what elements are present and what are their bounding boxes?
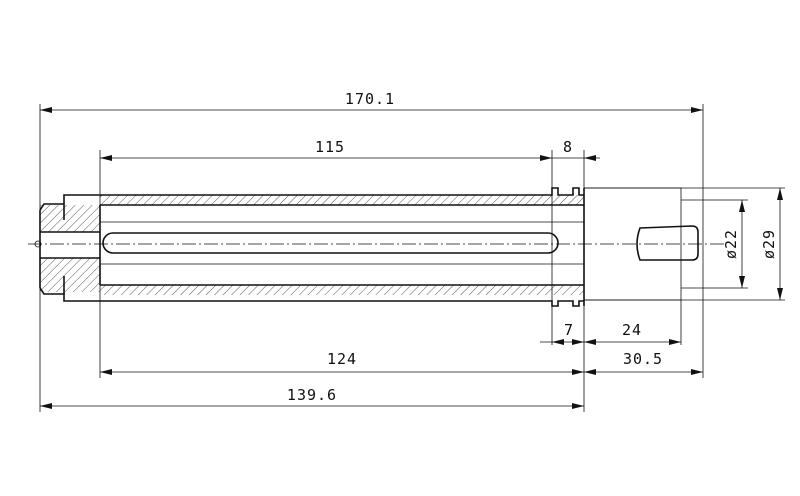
- dim-diameter-small: ø22: [722, 229, 740, 259]
- dimension-labels: 170.1 115 8 7 24 124 30.5 139.6 ø22 ø29: [287, 90, 778, 404]
- extension-lines: [39, 104, 785, 412]
- dim-slot-length: 124: [327, 350, 357, 368]
- dim-groove-width: 7: [564, 321, 574, 339]
- center-point: [34, 240, 42, 248]
- dim-tail-overall: 30.5: [623, 350, 663, 368]
- part-outline: [39, 187, 585, 307]
- dimension-lines: [40, 107, 783, 409]
- dim-overall-length: 170.1: [345, 90, 395, 108]
- dim-bore-depth: 115: [315, 138, 345, 156]
- hatched-walls: [40, 195, 584, 295]
- dim-diameter-large: ø29: [760, 229, 778, 259]
- dim-tail-length: 24: [622, 321, 642, 339]
- dim-groove-offset: 8: [563, 138, 573, 156]
- dim-body-length: 139.6: [287, 386, 337, 404]
